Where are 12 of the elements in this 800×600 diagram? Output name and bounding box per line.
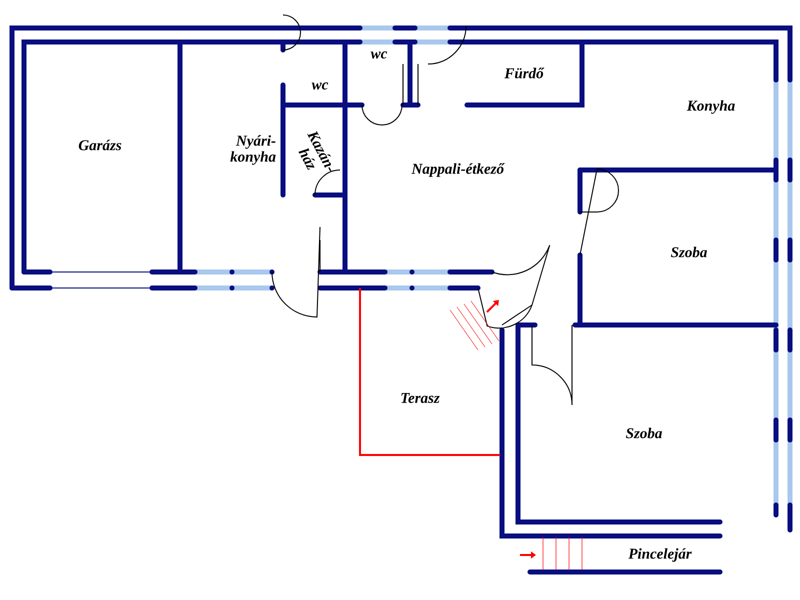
room-label: Kazán-ház	[298, 130, 332, 172]
room-label: Pincelejár	[628, 548, 692, 562]
room-label: Szoba	[626, 428, 662, 438]
room-label: Szoba	[670, 246, 707, 258]
room-label: Nappali-étkező	[411, 163, 505, 177]
room-label: Garázs	[78, 140, 122, 150]
room-label: Terasz	[401, 393, 440, 403]
room-label: wc	[312, 82, 328, 90]
room-label: Konyha	[686, 100, 735, 114]
room-label: Fürdő	[504, 68, 544, 78]
room-label: wc	[370, 51, 388, 59]
room-label: Nyári-konyha	[230, 135, 276, 165]
